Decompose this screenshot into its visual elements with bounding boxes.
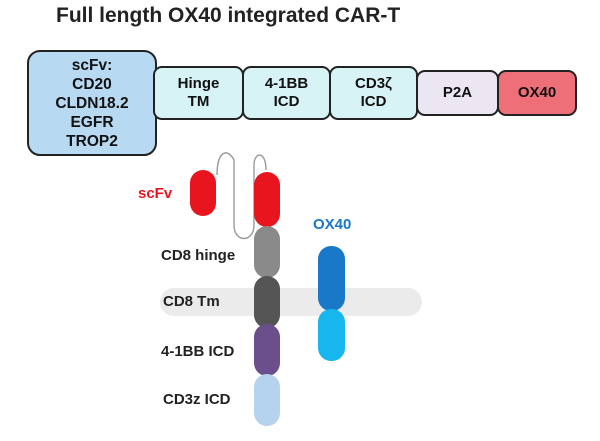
- scfv-label: scFv: [138, 185, 173, 202]
- hinge-tm-box: Hinge TM: [153, 66, 244, 120]
- cd3z-icd-box: CD3ζ ICD: [329, 66, 418, 120]
- figure-title: Full length OX40 integrated CAR-T: [56, 4, 401, 27]
- p2a-label: P2A: [442, 84, 473, 101]
- cd3z-icd-label: CD3z ICD: [163, 391, 231, 408]
- ox40-extracellular-segment: [318, 246, 345, 311]
- ox40-label: OX40: [313, 216, 352, 233]
- cd8-hinge-label: CD8 hinge: [161, 247, 236, 264]
- ox40-intracellular-segment: [318, 309, 345, 361]
- cd3z-icd-label: CD3ζ ICD: [355, 75, 392, 110]
- cd8-tm-segment: [254, 276, 280, 328]
- cell-membrane: [160, 288, 422, 316]
- cd8-hinge-segment: [254, 226, 280, 278]
- cd8-tm-label: CD8 Tm: [163, 293, 220, 310]
- cd3z-icd-segment: [254, 374, 280, 426]
- scfv-box-label: scFv: CD20 CLDN18.2 EGFR TROP2: [55, 56, 129, 150]
- ox40-box-label: OX40: [517, 84, 557, 101]
- 4-1bb-icd-box: 4-1BB ICD: [242, 66, 331, 120]
- 4-1bb-icd-label: 4-1BB ICD: [161, 343, 235, 360]
- hinge-tm-label: Hinge TM: [177, 75, 220, 110]
- 4-1bb-icd-segment: [254, 324, 280, 376]
- scfv-domain-vh: [254, 172, 280, 227]
- ox40-box: OX40: [497, 70, 577, 116]
- 4-1bb-icd-label: 4-1BB ICD: [264, 75, 309, 110]
- scfv-domain-vl: [190, 170, 216, 216]
